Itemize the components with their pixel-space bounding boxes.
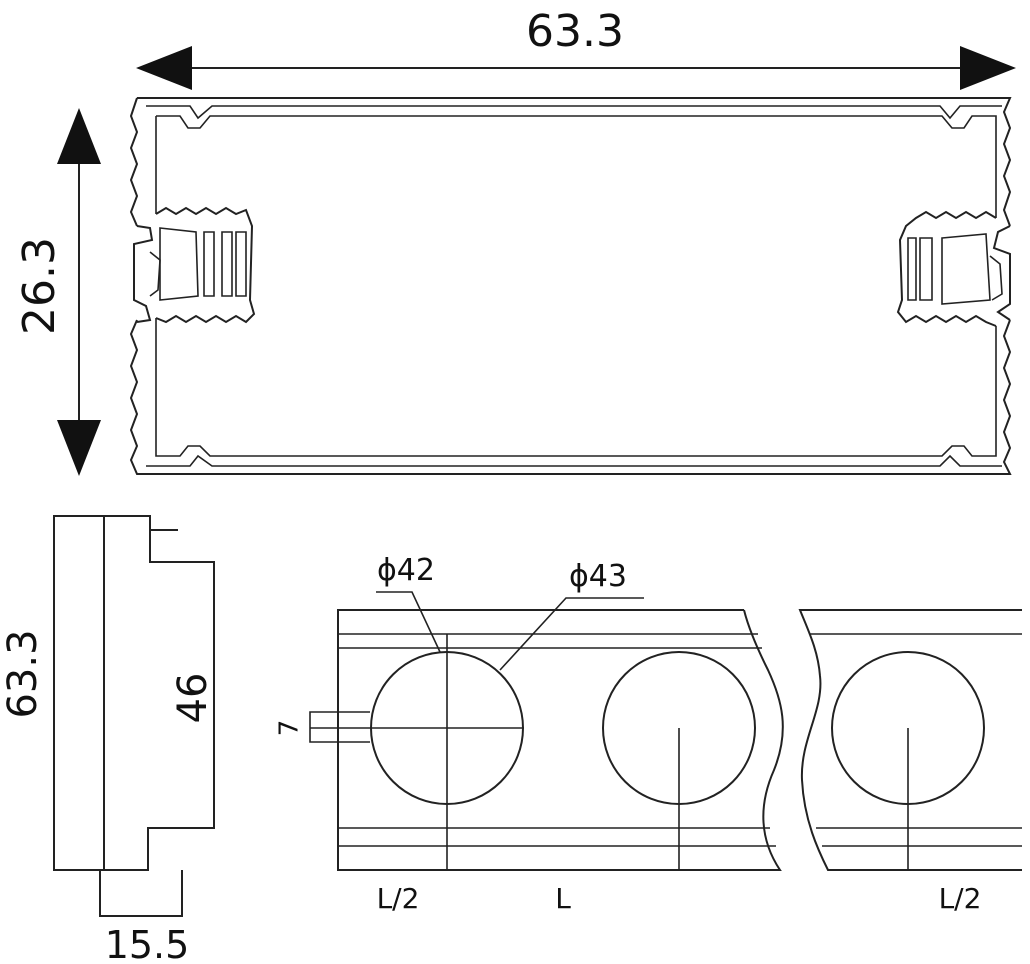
leader-phi43 <box>499 597 644 671</box>
height-dim-label: 26.3 <box>14 237 65 335</box>
width-dimension: 63.3 <box>136 6 1016 90</box>
spacing-left-label: L/2 <box>377 882 420 915</box>
spacing-mid-label: L <box>555 882 571 915</box>
edge-dim-label: 7 <box>275 720 305 737</box>
rail-left-section <box>337 609 784 871</box>
rail-view: 7 ϕ42 ϕ43 L/2 L L/2 <box>275 553 1022 915</box>
height-dimension: 26.3 <box>14 108 101 476</box>
right-clip <box>896 210 1011 327</box>
side-inner-height-label: 46 <box>170 673 216 724</box>
edge-dim-box <box>309 711 370 743</box>
leader-phi42 <box>376 591 441 653</box>
phi43-label: ϕ43 <box>569 559 627 594</box>
side-profile <box>53 515 215 871</box>
width-dim-label: 63.3 <box>526 6 624 57</box>
top-view: 63.3 26.3 <box>14 6 1016 476</box>
phi42-label: ϕ42 <box>377 553 435 588</box>
inner-cavity <box>155 115 997 457</box>
outer-body <box>129 97 1012 475</box>
rail-right-section <box>798 609 1022 871</box>
left-clip <box>133 206 256 324</box>
spacing-right-label: L/2 <box>939 882 982 915</box>
side-view: 63.3 46 15.5 <box>0 515 216 964</box>
side-height-label: 63.3 <box>0 629 46 718</box>
side-base-width-label: 15.5 <box>105 923 190 964</box>
side-base <box>99 870 183 917</box>
inner-cavity-outline <box>146 105 1002 467</box>
